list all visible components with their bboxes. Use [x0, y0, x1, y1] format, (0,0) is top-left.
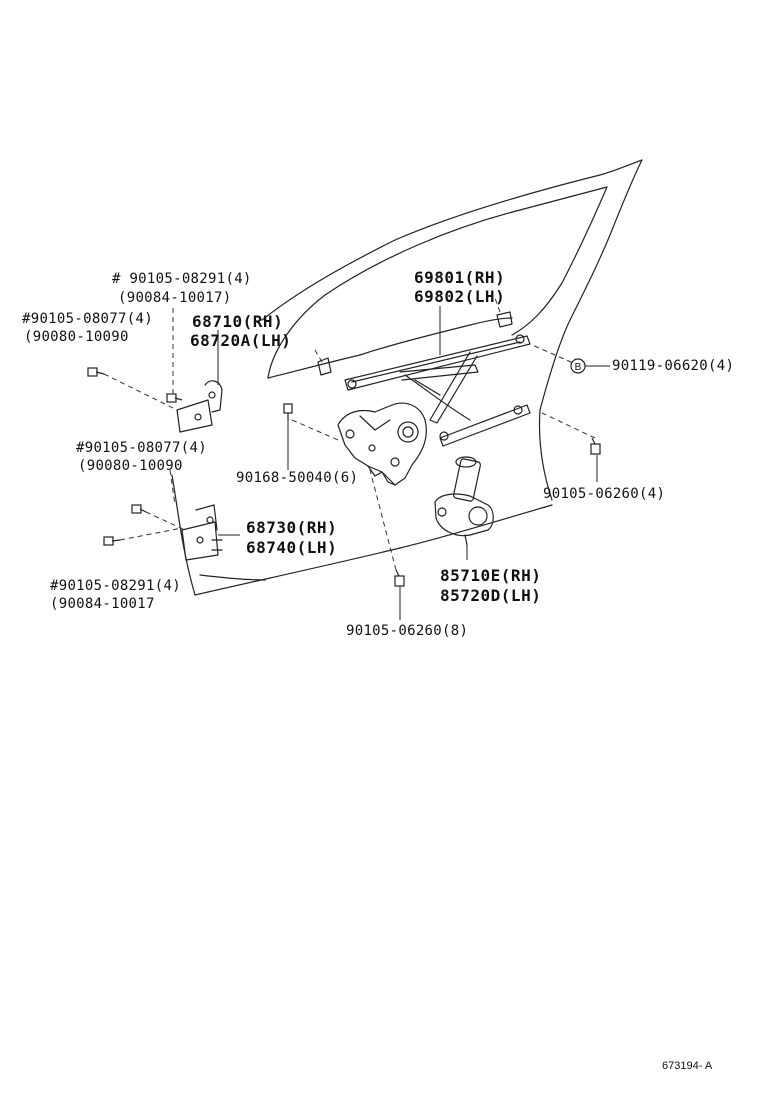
- door-bottom-line: [194, 504, 553, 596]
- label-hinge-upper-rh: 68710(RH): [192, 312, 284, 331]
- label-regulator-lh: 69802(LH): [414, 287, 506, 306]
- label-screw-center: 90168-50040(6): [236, 470, 359, 486]
- label-regulator-rh: 69801(RH): [414, 268, 506, 287]
- window-regulator: [344, 334, 531, 447]
- circle-b-marker: [570, 358, 586, 374]
- bolt-icon: [394, 569, 405, 587]
- label-bolt-bottom-center: 90105-06260(8): [346, 623, 469, 639]
- bolt-icon: [103, 536, 121, 546]
- door-outline: [261, 159, 643, 501]
- window-frame-inner: [267, 186, 608, 379]
- label-bolt-top-alt: (90084-10017): [118, 290, 232, 306]
- bolt-icon: [590, 437, 601, 455]
- label-bolt-right-lower: 90105-06260(4): [543, 486, 666, 502]
- label-bolt-mid: #90105-08077(4): [76, 440, 207, 456]
- label-bolt-left: #90105-08077(4): [22, 311, 153, 327]
- label-motor-rh: 85710E(RH): [440, 566, 542, 585]
- label-bolt-mid-alt: (90080-10090: [78, 458, 183, 474]
- label-hinge-upper-lh: 68720A(LH): [190, 331, 292, 350]
- label-bolt-top: # 90105-08291(4): [112, 271, 252, 287]
- label-motor-lh: 85720D(LH): [440, 586, 542, 605]
- bolt-icon: [166, 393, 183, 403]
- label-bolt-bottom: #90105-08291(4): [50, 578, 181, 594]
- door-front-edge: [171, 474, 196, 596]
- label-bolt-right-upper: 90119-06620(4): [612, 358, 735, 374]
- regulator-bracket: [337, 402, 427, 486]
- lower-hinge: [181, 504, 223, 561]
- door-lower-front: [199, 574, 266, 581]
- bolt-icon: [87, 367, 105, 377]
- glass-clip-left: [317, 357, 332, 376]
- label-bolt-bottom-alt: (90084-10017: [50, 596, 155, 612]
- label-hinge-lower-rh: 68730(RH): [246, 518, 338, 537]
- window-lower-edge: [267, 317, 513, 379]
- label-hinge-lower-lh: 68740(LH): [246, 538, 338, 557]
- glass-clip-right: [496, 311, 513, 328]
- reference-code: 673194- A: [662, 1060, 713, 1072]
- circle-b-letter: B: [575, 362, 582, 373]
- label-bolt-left-alt: (90080-10090: [24, 329, 129, 345]
- upper-hinge: [176, 380, 223, 433]
- bolt-icon: [283, 403, 293, 420]
- bolt-icon: [131, 504, 147, 514]
- window-motor: [434, 456, 494, 546]
